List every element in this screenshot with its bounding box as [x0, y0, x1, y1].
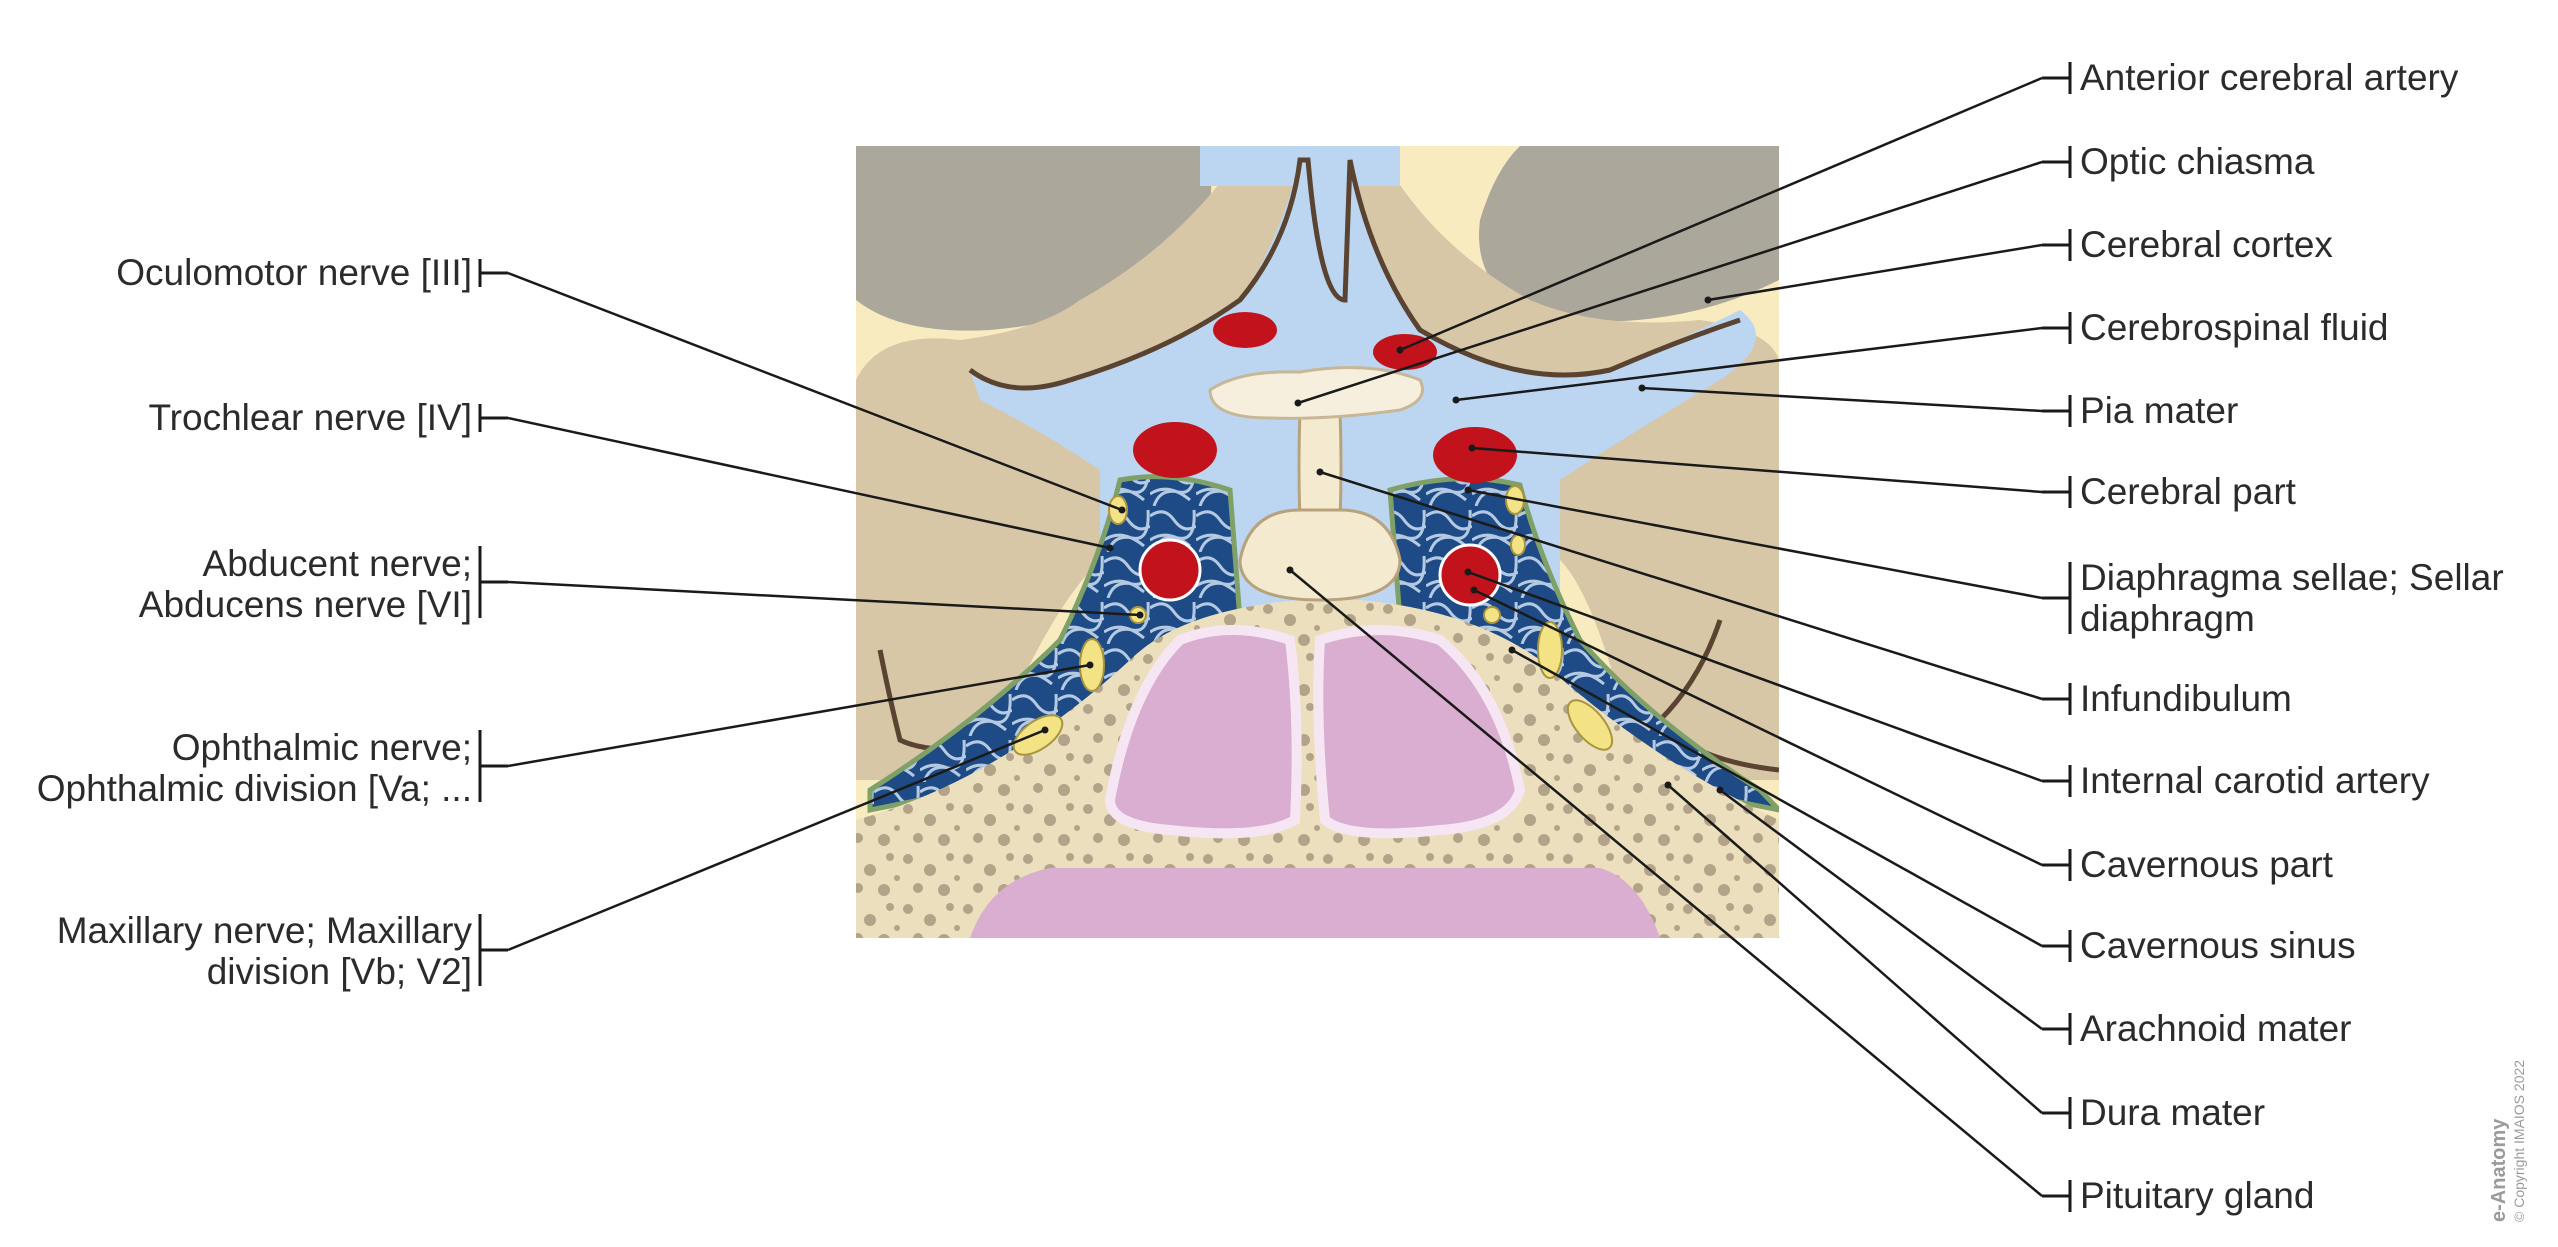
infundibulum-stalk — [1297, 408, 1343, 522]
label-oculomotor-nerve: Oculomotor nerve [III] — [116, 252, 472, 293]
cerebral-part-left — [1133, 422, 1217, 478]
internal-carotid-left — [1138, 538, 1202, 602]
pia-outline — [968, 157, 1741, 391]
leader-diaphragma-dot — [1464, 486, 1472, 494]
pituitary-gland-shape — [1238, 508, 1402, 602]
coronal-section-illustration — [856, 146, 1779, 938]
leader-ophthalmic-dot — [1086, 661, 1094, 669]
anterior-cerebral-artery-left — [1213, 312, 1277, 348]
leader-infundibulum-dot — [1316, 468, 1324, 476]
leader-abducent — [507, 580, 1141, 617]
trochlear-nerve-right — [1510, 534, 1526, 556]
nasal-cavity — [970, 868, 1660, 938]
label-infundibulum: Infundibulum — [2080, 678, 2292, 719]
watermark-brand: e-Anatomy — [2488, 1118, 2510, 1222]
leader-diaphragma — [1467, 488, 2043, 600]
label-dura-mater: Dura mater — [2080, 1092, 2266, 1133]
anterior-cerebral-artery-right — [1373, 334, 1437, 370]
leader-oculomotor-dot — [1118, 506, 1126, 514]
label-ophthalmic-nerve: Ophthalmic nerve;Ophthalmic division [Va… — [36, 727, 472, 809]
label-optic-chiasma: Optic chiasma — [2080, 141, 2315, 182]
leader-optic-chiasma-dot — [1294, 399, 1302, 407]
leader-dura-dot — [1664, 781, 1672, 789]
leader-cavernous-part-dot — [1470, 586, 1478, 594]
leader-pituitary-dot — [1286, 566, 1294, 574]
leader-oculomotor — [507, 271, 1123, 512]
leader-cavernous-part — [1473, 588, 2043, 867]
leader-cerebral-part-dot — [1468, 444, 1476, 452]
ophthalmic-nerve-right — [1537, 621, 1563, 679]
oculomotor-nerve-left — [1108, 495, 1128, 525]
leader-cavernous-sinus-dot — [1508, 646, 1516, 654]
leader-cerebral-cortex — [1707, 243, 2043, 302]
leader-ophthalmic — [507, 663, 1091, 768]
cortex-right — [1479, 146, 1779, 322]
label-abducent-nerve: Abducent nerve;Abducens nerve [VI] — [138, 543, 472, 625]
leader-trochlear-dot — [1106, 544, 1114, 552]
label-trochlear-nerve: Trochlear nerve [IV] — [148, 397, 472, 438]
leader-lines — [478, 62, 2072, 1212]
label-cerebrospinal-fluid: Cerebrospinal fluid — [2080, 307, 2389, 348]
maxillary-nerve-left — [1012, 714, 1064, 756]
label-pia-mater: Pia mater — [2080, 390, 2239, 431]
leader-cerebral-cortex-dot — [1704, 296, 1712, 304]
leader-arachnoid — [1719, 788, 2043, 1031]
leader-maxillary — [507, 728, 1046, 952]
sphenoid-sinus-right — [1313, 625, 1526, 839]
leader-pia-mater-dot — [1638, 384, 1646, 392]
cerebral-part-right — [1433, 427, 1517, 483]
abducens-nerve-right — [1483, 606, 1501, 624]
leader-abducent-dot — [1136, 611, 1144, 619]
label-cavernous-part: Cavernous part — [2080, 844, 2333, 885]
leader-internal-carotid-dot — [1464, 568, 1472, 576]
watermark: e-Anatomy © Copyright IMAIOS 2022 — [2488, 1060, 2527, 1222]
leader-maxillary-dot — [1041, 726, 1049, 734]
sphenoid-sinus-left — [1104, 625, 1302, 839]
leader-infundibulum — [1319, 470, 2043, 701]
label-cerebral-cortex: Cerebral cortex — [2080, 224, 2333, 265]
leader-dura — [1667, 784, 2043, 1114]
maxillary-nerve-right — [1566, 699, 1614, 751]
leader-anterior-cerebral-artery — [1399, 76, 2043, 352]
leader-cavernous-sinus — [1511, 648, 2043, 948]
leader-csf-dot — [1452, 396, 1460, 404]
leader-optic-chiasma — [1297, 160, 2043, 405]
watermark-copyright: © Copyright IMAIOS 2022 — [2511, 1059, 2527, 1222]
leader-cerebral-part — [1471, 446, 2043, 494]
label-pituitary-gland: Pituitary gland — [2080, 1175, 2315, 1216]
label-anterior-cerebral-artery: Anterior cerebral artery — [2080, 57, 2459, 98]
label-arachnoid-mater: Arachnoid mater — [2080, 1008, 2352, 1049]
label-cavernous-sinus: Cavernous sinus — [2080, 925, 2356, 966]
leader-csf — [1455, 326, 2043, 402]
leader-trochlear — [507, 416, 1111, 550]
label-internal-carotid-artery: Internal carotid artery — [2080, 760, 2430, 801]
label-cerebral-part: Cerebral part — [2080, 471, 2296, 512]
leader-pia-mater — [1641, 386, 2043, 413]
leader-arachnoid-dot — [1716, 786, 1724, 794]
leader-internal-carotid — [1467, 570, 2043, 783]
leader-anterior-cerebral-artery-dot — [1396, 346, 1404, 354]
leader-pituitary — [1289, 569, 2043, 1197]
internal-carotid-right — [1438, 543, 1502, 607]
